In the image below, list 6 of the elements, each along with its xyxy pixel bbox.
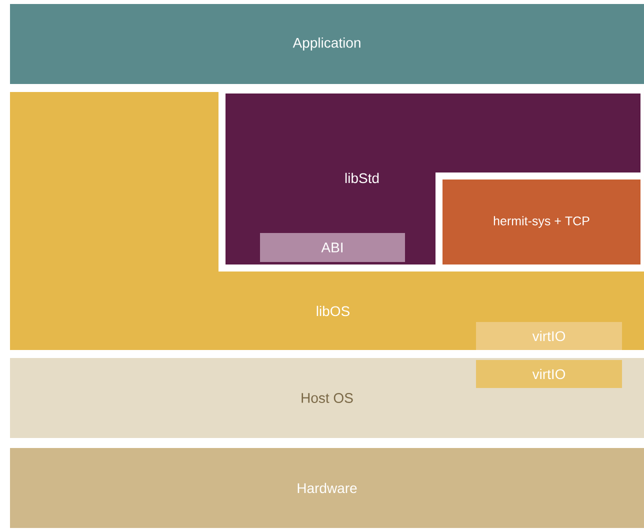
interface-box: virtIO <box>476 360 622 388</box>
layer-band: Hardware <box>10 448 644 528</box>
interface-box: virtIO <box>476 322 622 350</box>
layer-band: Application <box>10 4 644 84</box>
interface-box: ABI <box>260 233 405 262</box>
layer-box: hermit-sys + TCP <box>436 172 644 272</box>
